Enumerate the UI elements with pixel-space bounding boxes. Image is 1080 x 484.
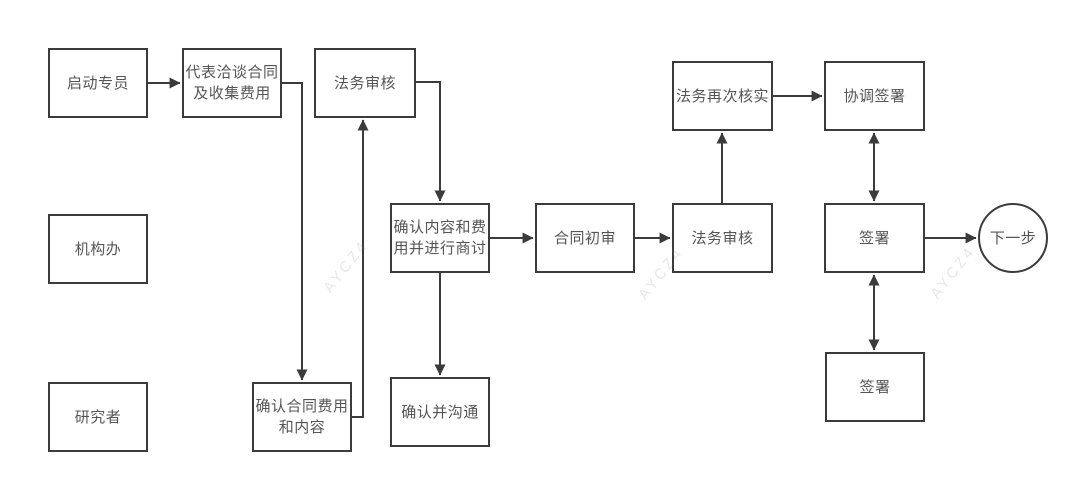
flow-node-rep-negotiate-contract: 代表洽谈合同及收集费用	[182, 48, 282, 118]
flow-node-label: 研究者	[74, 408, 122, 426]
flow-node-label: 机构办	[74, 240, 122, 258]
flow-node-next-step: 下一步	[978, 203, 1048, 273]
flow-node-label: 协调签署	[843, 87, 906, 105]
flow-node-label: 签署	[858, 229, 890, 247]
flow-node-label: 确认合同费用	[255, 398, 349, 415]
flow-node-label: 用并进行商讨	[393, 240, 487, 257]
flow-node-legal-recheck: 法务再次核实	[672, 61, 773, 131]
flow-node-label: 下一步	[989, 229, 1037, 247]
flow-node-start-specialist: 启动专员	[48, 48, 148, 118]
flow-node-label: 和内容	[278, 419, 326, 436]
flow-node-label: 签署	[859, 378, 891, 396]
flow-node-org-office: 机构办	[48, 214, 148, 284]
flow-node-signing-researcher: 签署	[825, 352, 925, 422]
flow-node-label: 代表洽谈合同	[185, 64, 279, 81]
flow-node-coordinate-signing: 协调签署	[824, 61, 925, 131]
flow-node-confirm-and-communicate: 确认并沟通	[390, 377, 490, 447]
watermark-text: AYCZ4	[927, 242, 979, 303]
flow-node-legal-review-2: 法务审核	[672, 203, 773, 273]
flow-node-label: 法务审核	[691, 229, 754, 247]
flow-node-researcher: 研究者	[48, 382, 148, 452]
edge-legal1-to-confirm-discuss	[416, 81, 446, 202]
flow-node-label: 启动专员	[66, 74, 129, 92]
flow-node-signing-main: 签署	[824, 203, 925, 273]
flow-node-confirm-contract-fee-content: 确认合同费用和内容	[252, 382, 352, 452]
flow-node-legal-review-1: 法务审核	[314, 48, 416, 118]
edge-confirm-fee-to-legal1	[352, 119, 369, 418]
flow-node-label: 法务审核	[333, 74, 396, 92]
flow-node-contract-initial-review: 合同初审	[535, 203, 635, 273]
edge-rep-to-confirm-fee	[282, 82, 308, 381]
flow-node-label: 确认并沟通	[401, 403, 479, 421]
flow-node-label: 及收集费用	[193, 85, 271, 102]
flow-node-label: 确认内容和费	[393, 219, 487, 236]
watermark-text: AYCZ4	[320, 236, 372, 297]
flow-node-confirm-content-fee-discuss: 确认内容和费用并进行商讨	[390, 203, 490, 273]
flow-node-label: 法务再次核实	[675, 87, 769, 105]
flow-node-label: 合同初审	[553, 229, 616, 247]
